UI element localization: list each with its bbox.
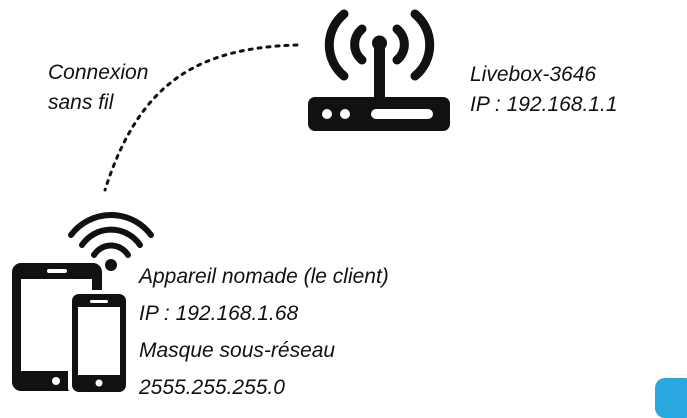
router-ip: IP : 192.168.1.1 <box>470 93 618 116</box>
client-mask-label: Masque sous-réseau <box>139 339 336 362</box>
client-title: Appareil nomade (le client) <box>139 265 389 288</box>
connection-line2: sans fil <box>48 91 114 114</box>
wireless-link-diagram <box>12 9 450 396</box>
dotted-connection-line <box>103 43 299 192</box>
router-label: Livebox-3646 IP : 192.168.1.1 <box>470 60 618 120</box>
router-icon <box>308 9 450 131</box>
connection-line1: Connexion <box>48 61 149 84</box>
phone-icon <box>68 290 130 396</box>
wifi-icon <box>68 212 154 271</box>
client-ip: IP : 192.168.1.68 <box>139 302 299 325</box>
client-label: Appareil nomade (le client) IP : 192.168… <box>139 262 389 410</box>
client-mask: 2555.255.255.0 <box>139 376 285 399</box>
connection-label: Connexion sans fil <box>48 58 148 118</box>
corner-badge[interactable] <box>655 378 687 418</box>
router-name: Livebox-3646 <box>470 63 597 86</box>
